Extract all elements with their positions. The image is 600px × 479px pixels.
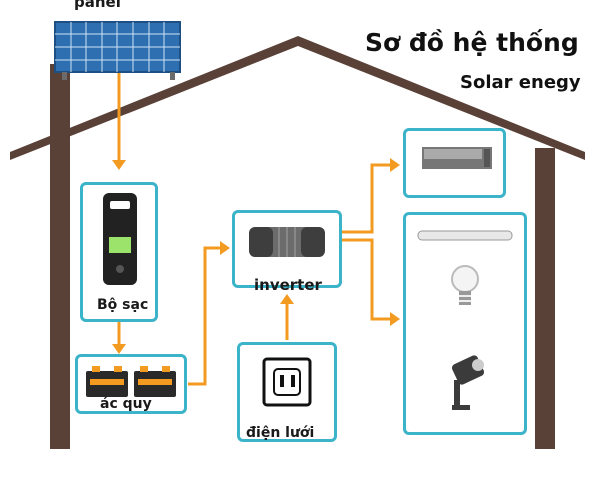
arrow-head-battery <box>112 344 126 354</box>
charger-box: Bộ sạc <box>80 182 158 322</box>
inverter-box: inverter <box>232 210 342 294</box>
arrow-head-loads-top <box>390 158 400 172</box>
arrow-head-charger <box>112 160 126 170</box>
flow-arrows <box>117 40 392 386</box>
arrow-heads <box>112 158 400 354</box>
page-subtitle: Solar enegy <box>460 72 581 93</box>
inverter-icon <box>249 227 325 257</box>
grid-box: điện lưới <box>237 342 337 442</box>
load-box-top <box>403 128 506 198</box>
grid-label: điện lưới <box>246 425 315 441</box>
light-bulb-icon <box>451 265 479 305</box>
arrow-head-inverter-left <box>220 241 230 255</box>
arrow-inverter-to-loads-bottom <box>340 238 392 321</box>
charger-label: Bộ sạc <box>97 297 149 313</box>
arrow-head-inverter-bottom <box>280 294 294 304</box>
battery-label: ác quy <box>100 396 152 412</box>
arrow-inverter-to-loads-top <box>340 163 392 234</box>
arrow-battery-to-inverter <box>188 246 222 386</box>
house-right-wall <box>535 148 555 449</box>
house-left-wall <box>50 64 70 449</box>
inverter-label: inverter <box>254 276 322 294</box>
spotlight-icon <box>451 355 485 410</box>
loads-icons <box>417 230 513 410</box>
battery-icon <box>86 366 176 397</box>
load-box-bottom <box>403 212 527 435</box>
arrow-head-loads-bottom <box>390 312 400 326</box>
solar-panel-icon <box>54 21 181 80</box>
air-conditioner-icon <box>422 147 492 169</box>
panel-label: panel <box>74 0 121 11</box>
power-outlet-icon <box>262 357 312 407</box>
battery-box: ác quy <box>75 354 187 414</box>
tube-light-icon <box>417 230 513 241</box>
page-title: Sơ đồ hệ thống <box>365 28 579 57</box>
charger-icon <box>103 193 137 285</box>
